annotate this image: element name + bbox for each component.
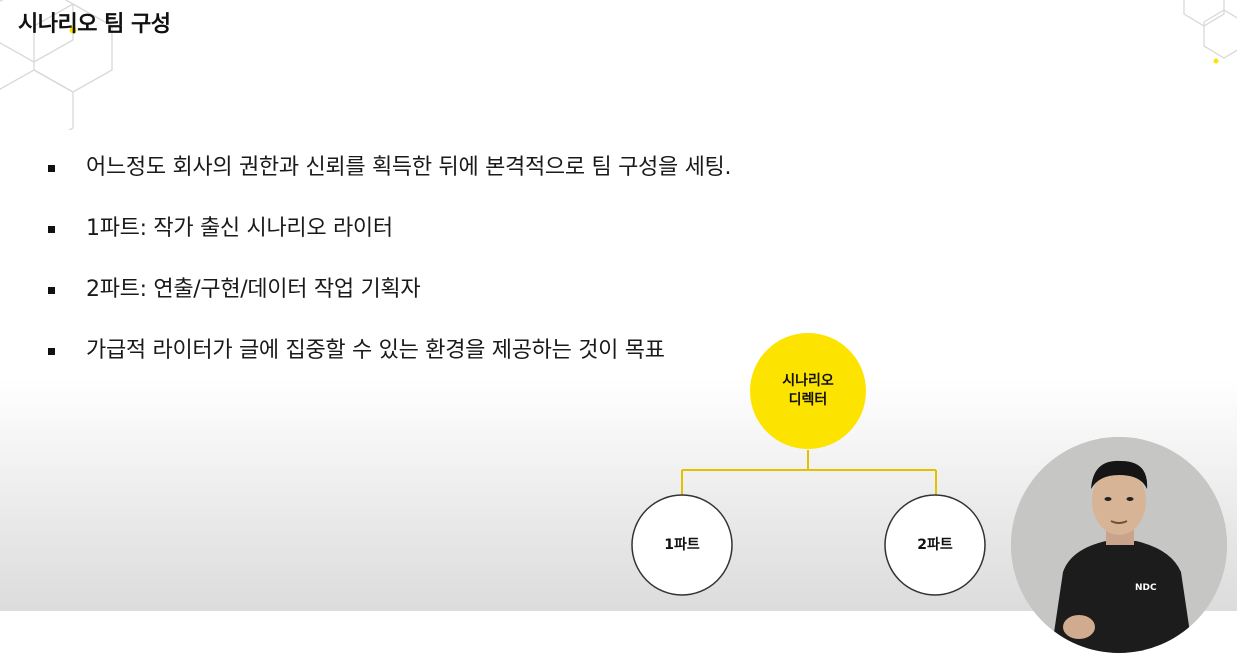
presenter-video: NDC <box>1011 437 1227 653</box>
hexagon-decoration-left <box>0 0 113 130</box>
part1-node <box>631 494 733 596</box>
part2-node-label: 2파트 <box>917 537 953 553</box>
bullet-text: 2파트: 연출/구현/데이터 작업 기획자 <box>86 277 421 302</box>
bullet-item: 가급적 라이터가 글에 집중할 수 있는 환경을 제공하는 것이 목표 <box>48 331 731 392</box>
bullet-item: 2파트: 연출/구현/데이터 작업 기획자 <box>48 270 731 331</box>
bullet-list: 어느정도 회사의 권한과 신뢰를 획득한 뒤에 본격적으로 팀 구성을 세팅. … <box>48 148 732 392</box>
bullet-item: 1파트: 작가 출신 시나리오 라이터 <box>48 209 731 270</box>
director-label-line2: 디렉터 <box>788 392 828 408</box>
part2-node <box>884 494 986 596</box>
bullet-marker <box>48 165 55 172</box>
part1-node-label: 1파트 <box>664 537 700 553</box>
director-node-label: 시나리오 디렉터 <box>758 372 858 410</box>
director-label-line1: 시나리오 <box>782 373 834 389</box>
bullet-text: 가급적 라이터가 글에 집중할 수 있는 환경을 제공하는 것이 목표 <box>86 338 665 363</box>
bullet-text: 1파트: 작가 출신 시나리오 라이터 <box>86 216 393 241</box>
org-connector-lines <box>681 450 937 495</box>
presenter-figure <box>1011 437 1227 653</box>
hexagon-decoration-right <box>1183 0 1237 64</box>
org-chart <box>631 333 986 596</box>
bullet-marker <box>48 226 55 233</box>
ndc-badge: NDC <box>1135 583 1157 593</box>
director-node <box>750 333 866 449</box>
bullet-item: 어느정도 회사의 권한과 신뢰를 획득한 뒤에 본격적으로 팀 구성을 세팅. <box>48 148 732 209</box>
bullet-marker <box>48 287 55 294</box>
bullet-marker <box>48 348 55 355</box>
bullet-text: 어느정도 회사의 권한과 신뢰를 획득한 뒤에 본격적으로 팀 구성을 세팅. <box>86 155 732 180</box>
slide-title: 시나리오 팀 구성 <box>18 12 171 37</box>
